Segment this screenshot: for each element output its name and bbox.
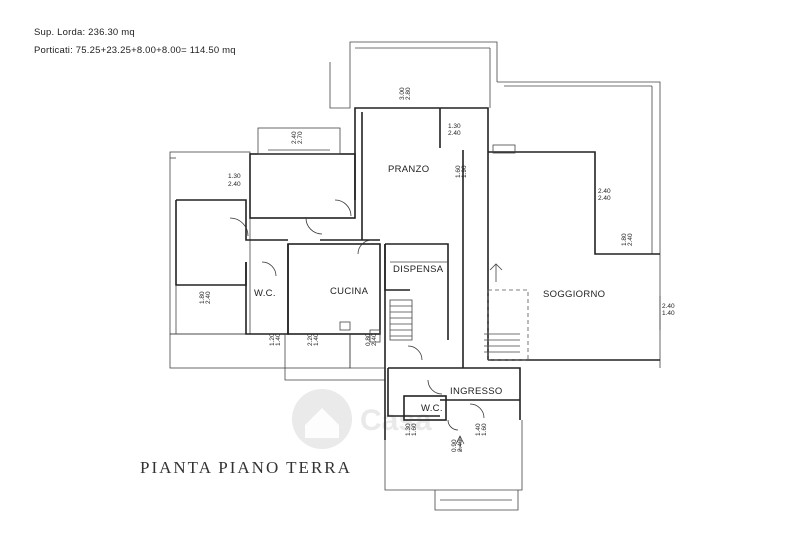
gross-area-text: Sup. Lorda: 236.30 mq	[34, 27, 135, 38]
dim-label: 1.60	[481, 423, 488, 436]
room-label-ingresso: INGRESSO	[450, 386, 503, 397]
porches-area-text: Porticati: 75.25+23.25+8.00+8.00= 114.50…	[34, 45, 236, 56]
room-label-pranzo: PRANZO	[388, 164, 429, 175]
dim-label: 2.40	[457, 439, 464, 452]
dim-label: 2.40	[662, 303, 675, 310]
dim-label: 2.40	[205, 291, 212, 304]
dim-label: 1.40	[275, 333, 282, 346]
dim-label: 3.00	[399, 87, 406, 100]
dim-label: 1.60	[411, 423, 418, 436]
right-wing-walls	[484, 81, 661, 368]
dim-label: 1.30	[228, 173, 241, 180]
dim-label: 0.80	[365, 333, 372, 346]
dim-label: 1.20	[269, 333, 276, 346]
room-label-wc: W.C.	[254, 288, 276, 299]
dim-label: 1.40	[313, 333, 320, 346]
dim-label: 1.30	[448, 123, 461, 130]
entrance-arrow-icon	[455, 435, 465, 452]
central-walls	[329, 41, 523, 511]
dim-label: 1.60	[455, 165, 462, 178]
dim-label: 2.40	[598, 188, 611, 195]
dim-label: 2.40	[228, 181, 241, 188]
dim-label: 2.80	[405, 87, 412, 100]
dim-label: 1.80	[621, 233, 628, 246]
dim-label: 2.20	[307, 333, 314, 346]
door-swings	[229, 199, 485, 431]
room-label-soggiorno: SOGGIORNO	[543, 289, 605, 300]
dim-label: 2.40	[371, 333, 378, 346]
dim-label: 2.40	[448, 130, 461, 137]
dim-label: 1.30	[405, 423, 412, 436]
staircase-right	[484, 333, 520, 353]
dim-label: 0.90	[451, 439, 458, 452]
watermark-logo: Casa	[292, 389, 432, 449]
dim-label: 2.40	[291, 131, 298, 144]
room-label-dispensa: DISPENSA	[393, 264, 444, 275]
dim-label: 1.90	[461, 165, 468, 178]
dim-label: 2.70	[297, 131, 304, 144]
room-label-wc-2: W.C.	[421, 403, 443, 414]
dim-label: 1.40	[475, 423, 482, 436]
dim-label: 2.40	[598, 195, 611, 202]
dim-label: 1.40	[662, 310, 675, 317]
dim-label: 2.40	[627, 233, 634, 246]
dim-label: 1.80	[199, 291, 206, 304]
plan-title: PIANTA PIANO TERRA	[140, 458, 352, 477]
room-label-cucina: CUCINA	[330, 286, 369, 297]
staircase-left	[390, 305, 412, 337]
